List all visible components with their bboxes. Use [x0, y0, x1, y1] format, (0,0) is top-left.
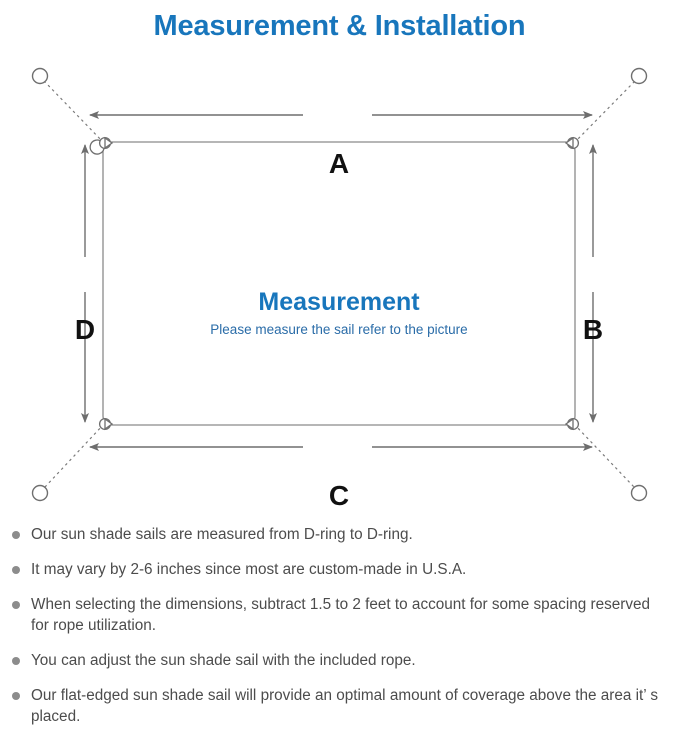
list-item: Our flat-edged sun shade sail will provi…: [0, 685, 679, 727]
dimension-label-c: C: [328, 480, 350, 511]
bullet-icon: [12, 566, 20, 574]
bullet-icon: [12, 531, 20, 539]
d-ring-tab-top-left: [104, 136, 114, 150]
list-item: You can adjust the sun shade sail with t…: [0, 650, 679, 671]
anchor-ring-bottom-right: [630, 484, 648, 502]
d-ring-tab-bottom-left: [104, 417, 114, 431]
notes-list: Our sun shade sails are measured from D-…: [0, 524, 679, 741]
d-ring-tab-top-right: [564, 136, 574, 150]
dimension-label-d: D: [74, 314, 96, 345]
bullet-icon: [12, 692, 20, 700]
dimension-label-b: B: [582, 314, 604, 345]
list-item: It may vary by 2-6 inches since most are…: [0, 559, 679, 580]
note-text: It may vary by 2-6 inches since most are…: [31, 561, 467, 578]
note-text: Our sun shade sails are measured from D-…: [31, 526, 413, 543]
anchor-line-top-left: [44, 81, 105, 144]
anchor-line-top-right: [573, 81, 635, 144]
anchor-ring-top-left: [31, 67, 49, 85]
note-text: Our flat-edged sun shade sail will provi…: [31, 687, 658, 725]
list-item: Our sun shade sails are measured from D-…: [0, 524, 679, 545]
bullet-icon: [12, 601, 20, 609]
list-item: When selecting the dimensions, subtract …: [0, 594, 679, 636]
anchor-lines: [44, 81, 635, 488]
note-text: You can adjust the sun shade sail with t…: [31, 652, 416, 669]
anchor-ring-bottom-left: [31, 484, 49, 502]
anchor-ring-top-right: [630, 67, 648, 85]
bullet-icon: [12, 657, 20, 665]
sail-rectangle: [102, 141, 576, 426]
d-ring-tab-bottom-right: [564, 417, 574, 431]
dimension-label-a: A: [328, 148, 350, 179]
page-title: Measurement & Installation: [153, 10, 526, 42]
anchor-rings: [31, 67, 648, 502]
anchor-line-bottom-left: [44, 423, 105, 488]
note-text: When selecting the dimensions, subtract …: [31, 596, 651, 634]
anchor-line-bottom-right: [573, 423, 635, 488]
measurement-diagram: Measurement Please measure the sail refe…: [0, 52, 679, 512]
d-ring-tabs: [104, 136, 574, 431]
